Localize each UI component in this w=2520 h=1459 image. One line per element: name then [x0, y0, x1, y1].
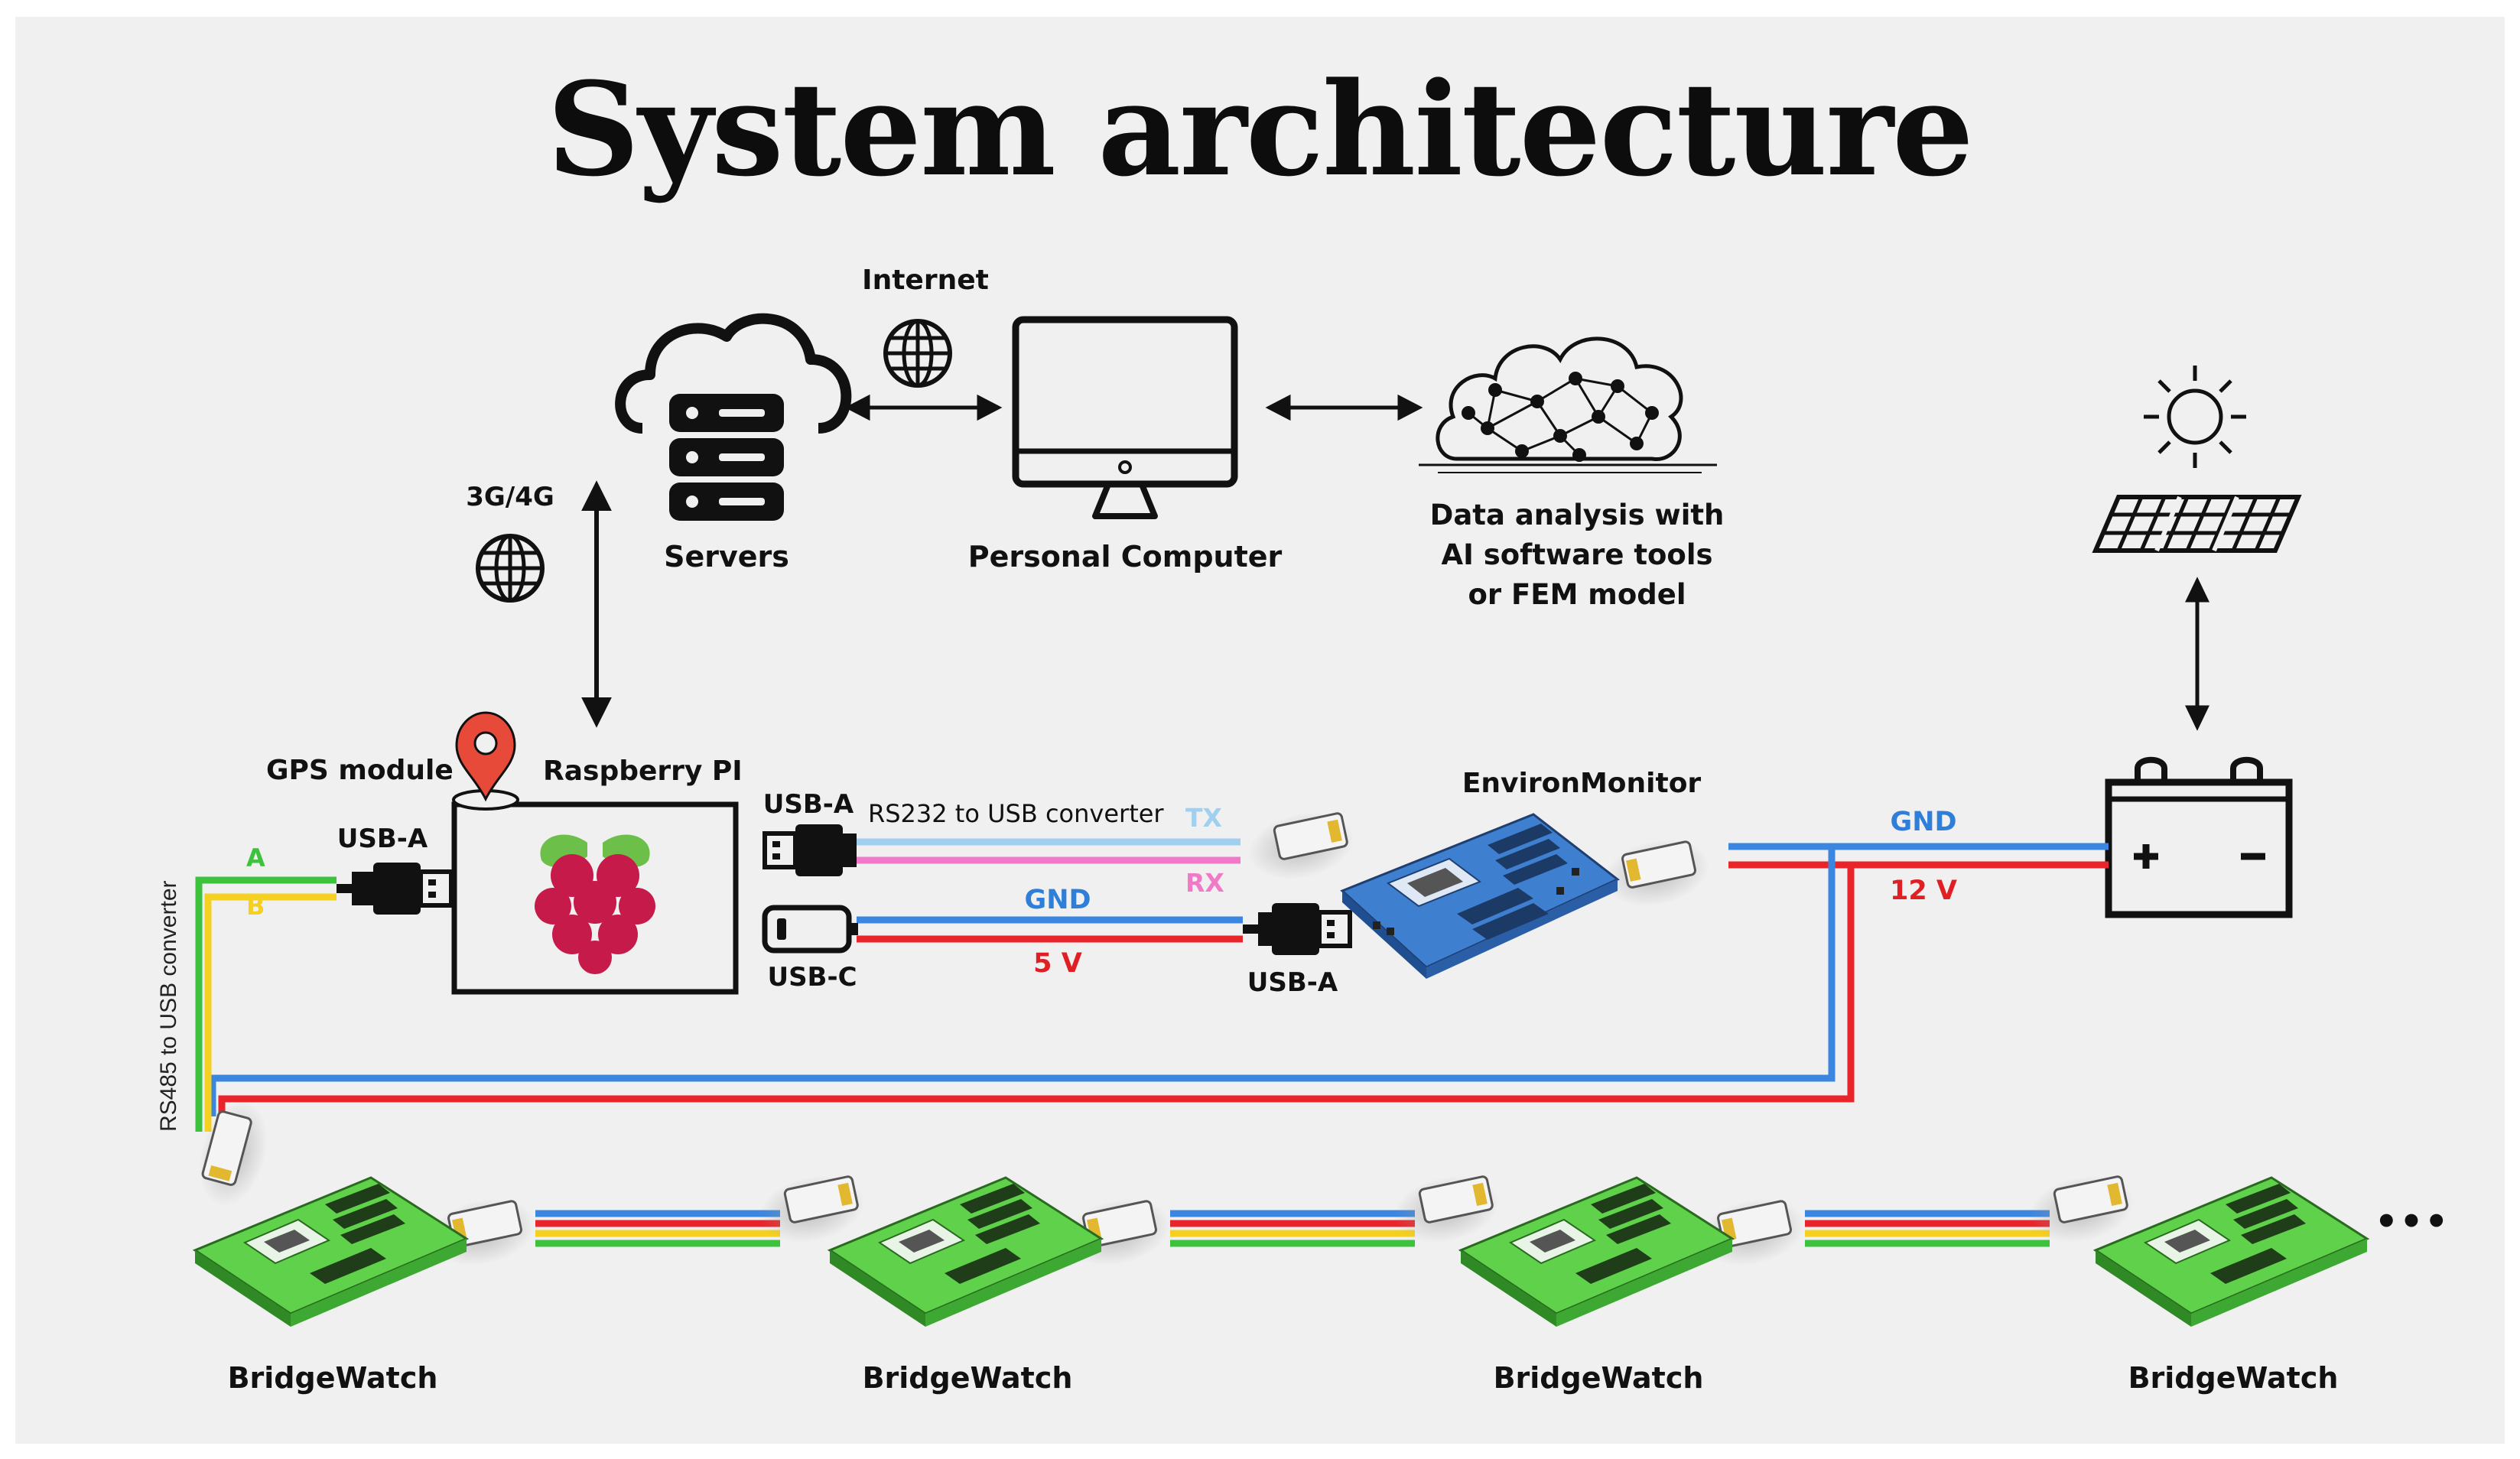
rs485-label: RS485 to USB converter: [156, 880, 181, 1132]
usb-a-plug-icon: [1243, 903, 1352, 955]
neural-network-icon: [1419, 336, 1717, 473]
usb-c-plug-icon: [762, 905, 858, 954]
more-ellipsis: •••: [2375, 1201, 2450, 1243]
12v-label: 12 V: [1890, 876, 1957, 906]
internet-label: Internet: [862, 265, 989, 296]
ai-label-line2: AI software tools: [1441, 538, 1713, 571]
tx-label: TX: [1185, 803, 1222, 833]
ai-label-line1: Data analysis with: [1429, 499, 1725, 531]
gnd-label: GND: [1890, 807, 1957, 837]
environmonitor-label: EnvironMonitor: [1462, 768, 1702, 799]
ai-label-line3: or FEM model: [1468, 578, 1686, 611]
rx-label: RX: [1185, 868, 1224, 898]
rj-connector-icon: [1393, 1175, 1500, 1243]
bridgewatch-label: BridgeWatch: [227, 1361, 438, 1395]
raspberry-pi-logo: [535, 834, 655, 974]
usb-a-plug-icon: [337, 863, 454, 915]
3g4g-label: 3G/4G: [466, 482, 554, 512]
gps-module-label: GPS module: [266, 755, 454, 786]
double-arrow-icon: [1265, 394, 1423, 421]
bridgewatch-board: [827, 1176, 1104, 1327]
raspberry-pi-board: [451, 801, 739, 995]
rs485-wires: [195, 876, 337, 1132]
rs232-wires: [857, 838, 1240, 864]
monitor-icon: [1012, 316, 1238, 519]
usb-a-label: USB-A: [337, 824, 428, 854]
globe-icon: [883, 319, 952, 388]
solar-panel-icon: [2092, 495, 2302, 553]
bridgewatch-label: BridgeWatch: [1493, 1361, 1704, 1395]
rj-connector-icon: [1248, 812, 1354, 880]
environmonitor-board: [1340, 813, 1620, 979]
5v-label: 5 V: [1033, 948, 1082, 979]
gnd-label: GND: [1024, 885, 1091, 915]
rs232-label: RS232 to USB converter: [868, 799, 1164, 828]
bridgewatch-label: BridgeWatch: [862, 1361, 1073, 1395]
double-arrow-icon: [844, 394, 1003, 421]
pc-label: Personal Computer: [967, 540, 1283, 574]
servers-label: Servers: [664, 540, 789, 574]
bridgewatch-board: [2092, 1176, 2370, 1327]
usb-a-plug-icon: [763, 824, 857, 876]
bridgewatch-board: [192, 1176, 470, 1327]
sun-icon: [2144, 366, 2246, 468]
raspberry-pi-label: Raspberry PI: [543, 755, 743, 787]
servers-icon: [615, 313, 852, 521]
globe-icon: [476, 534, 545, 603]
usb-a-label: USB-A: [763, 789, 854, 820]
page-title: System architecture: [547, 54, 1974, 205]
rj-connector-icon: [1604, 839, 1710, 907]
location-pin-icon: [452, 711, 519, 811]
rj-connector-icon: [759, 1175, 865, 1243]
line-a-label: A: [246, 843, 265, 872]
rj-connector-icon: [199, 1101, 268, 1207]
rj-connector-icon: [2028, 1175, 2135, 1243]
usb-c-label: USB-C: [767, 962, 857, 993]
line-b-label: B: [246, 892, 265, 921]
rj-connector-icon: [430, 1198, 536, 1266]
double-arrow-icon: [581, 480, 612, 728]
usb-a-label: USB-A: [1247, 967, 1338, 998]
power-wires: [209, 843, 2109, 1116]
double-arrow-icon: [2185, 577, 2209, 731]
bridgewatch-label: BridgeWatch: [2128, 1361, 2339, 1395]
bridgewatch-board: [1458, 1176, 1735, 1327]
chain-wires: [535, 1210, 2050, 1247]
usb-power-wires: [857, 916, 1243, 943]
